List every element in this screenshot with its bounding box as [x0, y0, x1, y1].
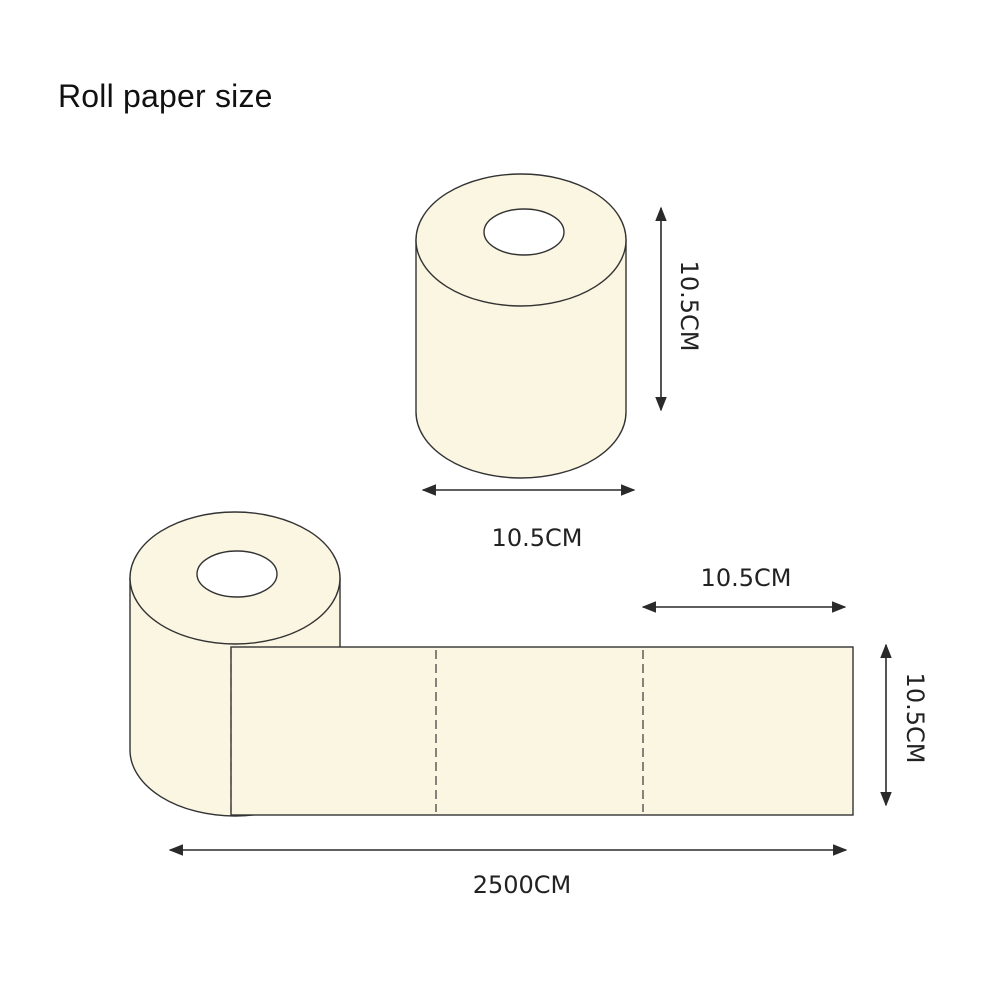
sheet-height-label: 10.5CM [901, 673, 929, 764]
unrolled-roll-core-hole [196, 550, 278, 598]
page-title: Roll paper size [58, 78, 273, 114]
sheet-width-label: 10.5CM [701, 564, 792, 592]
total-length-label: 2500CM [473, 871, 572, 899]
single-roll-core-hole [483, 208, 565, 256]
single-roll-body [415, 239, 627, 479]
single-roll [415, 173, 627, 479]
unrolled-roll [129, 511, 854, 817]
single-roll-height-label: 10.5CM [675, 261, 703, 352]
single-roll-width-label: 10.5CM [492, 524, 583, 552]
paper-strip [230, 646, 854, 816]
